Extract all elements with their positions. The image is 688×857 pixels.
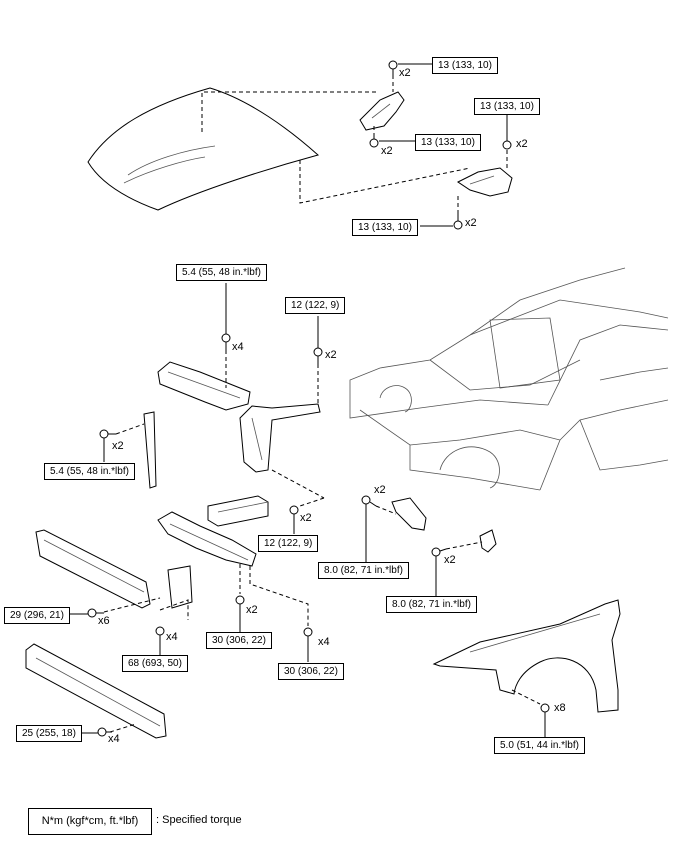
vehicle-body-outline (349, 267, 669, 491)
quantity-label: x6 (98, 615, 110, 627)
bolt-icon (289, 505, 299, 534)
quantity-label: x4 (232, 341, 244, 353)
fender-bracket-small (479, 529, 497, 553)
torque-label: 68 (693, 50) (122, 655, 188, 672)
fender-bracket (391, 497, 427, 531)
torque-label: 5.4 (55, 48 in.*lbf) (44, 463, 135, 480)
quantity-label: x2 (444, 554, 456, 566)
quantity-label: x2 (381, 145, 393, 157)
front-fender (432, 599, 621, 713)
torque-label: 12 (122, 9) (285, 297, 346, 314)
quantity-label: x2 (112, 440, 124, 452)
bolt-icon (313, 347, 323, 364)
quantity-label: x2 (399, 67, 411, 79)
radiator-support-upper (157, 361, 251, 411)
radiator-support-side (143, 411, 157, 489)
bolt-icon (235, 595, 245, 632)
torque-label: 13 (133, 10) (432, 57, 498, 74)
bolt-icon (361, 495, 377, 507)
bolt-icon (502, 132, 512, 150)
torque-label: 29 (296, 21) (4, 607, 70, 624)
torque-label: 8.0 (82, 71 in.*lbf) (386, 596, 477, 613)
quantity-label: x4 (318, 636, 330, 648)
bumper-arm (167, 565, 193, 609)
bolt-icon (99, 429, 116, 439)
bolt-icon (303, 627, 313, 662)
quantity-label: x8 (554, 702, 566, 714)
bolt-icon (221, 333, 231, 350)
torque-label: 30 (306, 22) (278, 663, 344, 680)
hood-panel (87, 87, 320, 211)
hood-hinge-left (359, 91, 405, 131)
quantity-label: x2 (300, 512, 312, 524)
bumper-reinforcement (35, 529, 151, 609)
quantity-label: x4 (166, 631, 178, 643)
bolt-icon (155, 626, 165, 656)
hood-hinge-right (457, 167, 513, 197)
quantity-label: x2 (325, 349, 337, 361)
quantity-label: x2 (374, 484, 386, 496)
legend-description: : Specified torque (156, 814, 242, 826)
radiator-support-lower (157, 511, 257, 567)
torque-label: 30 (306, 22) (206, 632, 272, 649)
torque-label: 25 (255, 18) (16, 725, 82, 742)
bolt-icon (388, 60, 398, 76)
bolt-icon (87, 608, 104, 618)
torque-label: 12 (122, 9) (258, 535, 319, 552)
lower-absorber (25, 643, 167, 739)
bolt-icon (540, 703, 550, 738)
torque-label: 5.4 (55, 48 in.*lbf) (176, 264, 267, 281)
torque-label: 13 (133, 10) (474, 98, 540, 115)
legend-torque-unit: N*m (kgf*cm, ft.*lbf) (28, 808, 152, 835)
bolt-icon (369, 135, 379, 148)
quantity-label: x2 (516, 138, 528, 150)
quantity-label: x2 (465, 217, 477, 229)
torque-label: 8.0 (82, 71 in.*lbf) (318, 562, 409, 579)
bolt-icon (453, 214, 463, 230)
torque-label: 13 (133, 10) (415, 134, 481, 151)
quantity-label: x2 (246, 604, 258, 616)
hood-lock-support (207, 495, 269, 527)
bolt-icon (97, 727, 112, 737)
torque-label: 13 (133, 10) (352, 219, 418, 236)
torque-label: 5.0 (51, 44 in.*lbf) (494, 737, 585, 754)
headlamp-support (239, 403, 321, 473)
quantity-label: x4 (108, 733, 120, 745)
